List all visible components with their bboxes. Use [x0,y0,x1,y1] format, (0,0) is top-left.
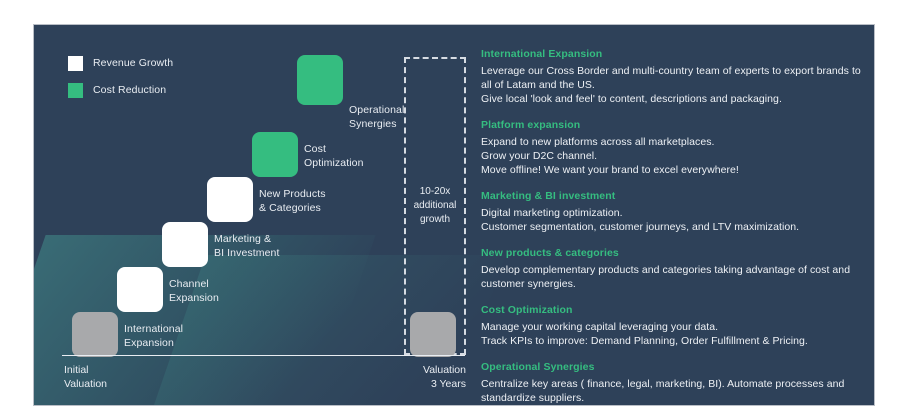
additional-growth-label: 10-20x additional growth [413,186,457,225]
note-platform-expansion: Platform expansion Expand to new platfor… [481,119,871,177]
chart-legend: Revenue Growth Cost Reduction [68,53,173,107]
note-title-marketing-bi-investment: Marketing & BI investment [481,190,616,202]
step-block-international-expansion [72,312,118,357]
step-label-operational-synergies: Operational Synergies [349,104,405,130]
note-title-operational-synergies: Operational Synergies [481,361,595,373]
legend-label-revenue-growth: Revenue Growth [93,57,174,69]
note-body-international-expansion: Leverage our Cross Border and multi-coun… [481,65,861,105]
note-title-platform-expansion: Platform expansion [481,119,581,131]
note-body-operational-synergies: Centralize key areas ( finance, legal, m… [481,378,845,404]
note-operational-synergies: Operational Synergies Centralize key are… [481,361,871,405]
legend-swatch-cost-reduction [68,82,83,98]
step-label-cost-optimization: Cost Optimization [304,143,364,169]
value-creation-panel: Revenue Growth Cost Reduction Internatio… [34,25,874,405]
step-block-cost-optimization [252,132,298,177]
staircase-chart: International Expansion Channel Expansio… [34,25,474,405]
end-block-valuation-3-years [410,312,456,357]
note-title-cost-optimization: Cost Optimization [481,304,573,316]
legend-swatch-revenue-growth [68,55,83,71]
note-title-international-expansion: International Expansion [481,48,603,60]
step-block-new-products-categories [207,177,253,222]
step-label-international-expansion: International Expansion [124,323,184,349]
axis-label-initial-valuation: Initial Valuation [64,364,108,390]
note-cost-optimization: Cost Optimization Manage your working ca… [481,304,871,348]
step-block-operational-synergies [297,55,343,105]
initiatives-list: International Expansion Leverage our Cro… [481,48,871,405]
step-label-new-products-categories: New Products & Categories [259,188,326,214]
legend-item-cost-reduction: Cost Reduction [68,80,173,100]
note-new-products-categories: New products & categories Develop comple… [481,247,871,291]
legend-item-revenue-growth: Revenue Growth [68,53,173,73]
note-title-new-products-categories: New products & categories [481,247,619,259]
step-block-marketing-bi-investment [162,222,208,267]
note-international-expansion: International Expansion Leverage our Cro… [481,48,871,106]
note-body-marketing-bi-investment: Digital marketing optimization. Customer… [481,207,800,233]
note-body-new-products-categories: Develop complementary products and categ… [481,264,851,290]
step-label-marketing-bi-investment: Marketing & BI Investment [214,233,280,259]
note-body-cost-optimization: Manage your working capital leveraging y… [481,321,808,347]
legend-label-cost-reduction: Cost Reduction [93,84,167,96]
step-block-channel-expansion [117,267,163,312]
baseline-axis [62,355,465,356]
note-marketing-bi-investment: Marketing & BI investment Digital market… [481,190,871,234]
note-body-platform-expansion: Expand to new platforms across all marke… [481,136,739,176]
axis-label-valuation-3-years: Valuation 3 Years [422,364,466,390]
step-label-channel-expansion: Channel Expansion [169,278,219,304]
